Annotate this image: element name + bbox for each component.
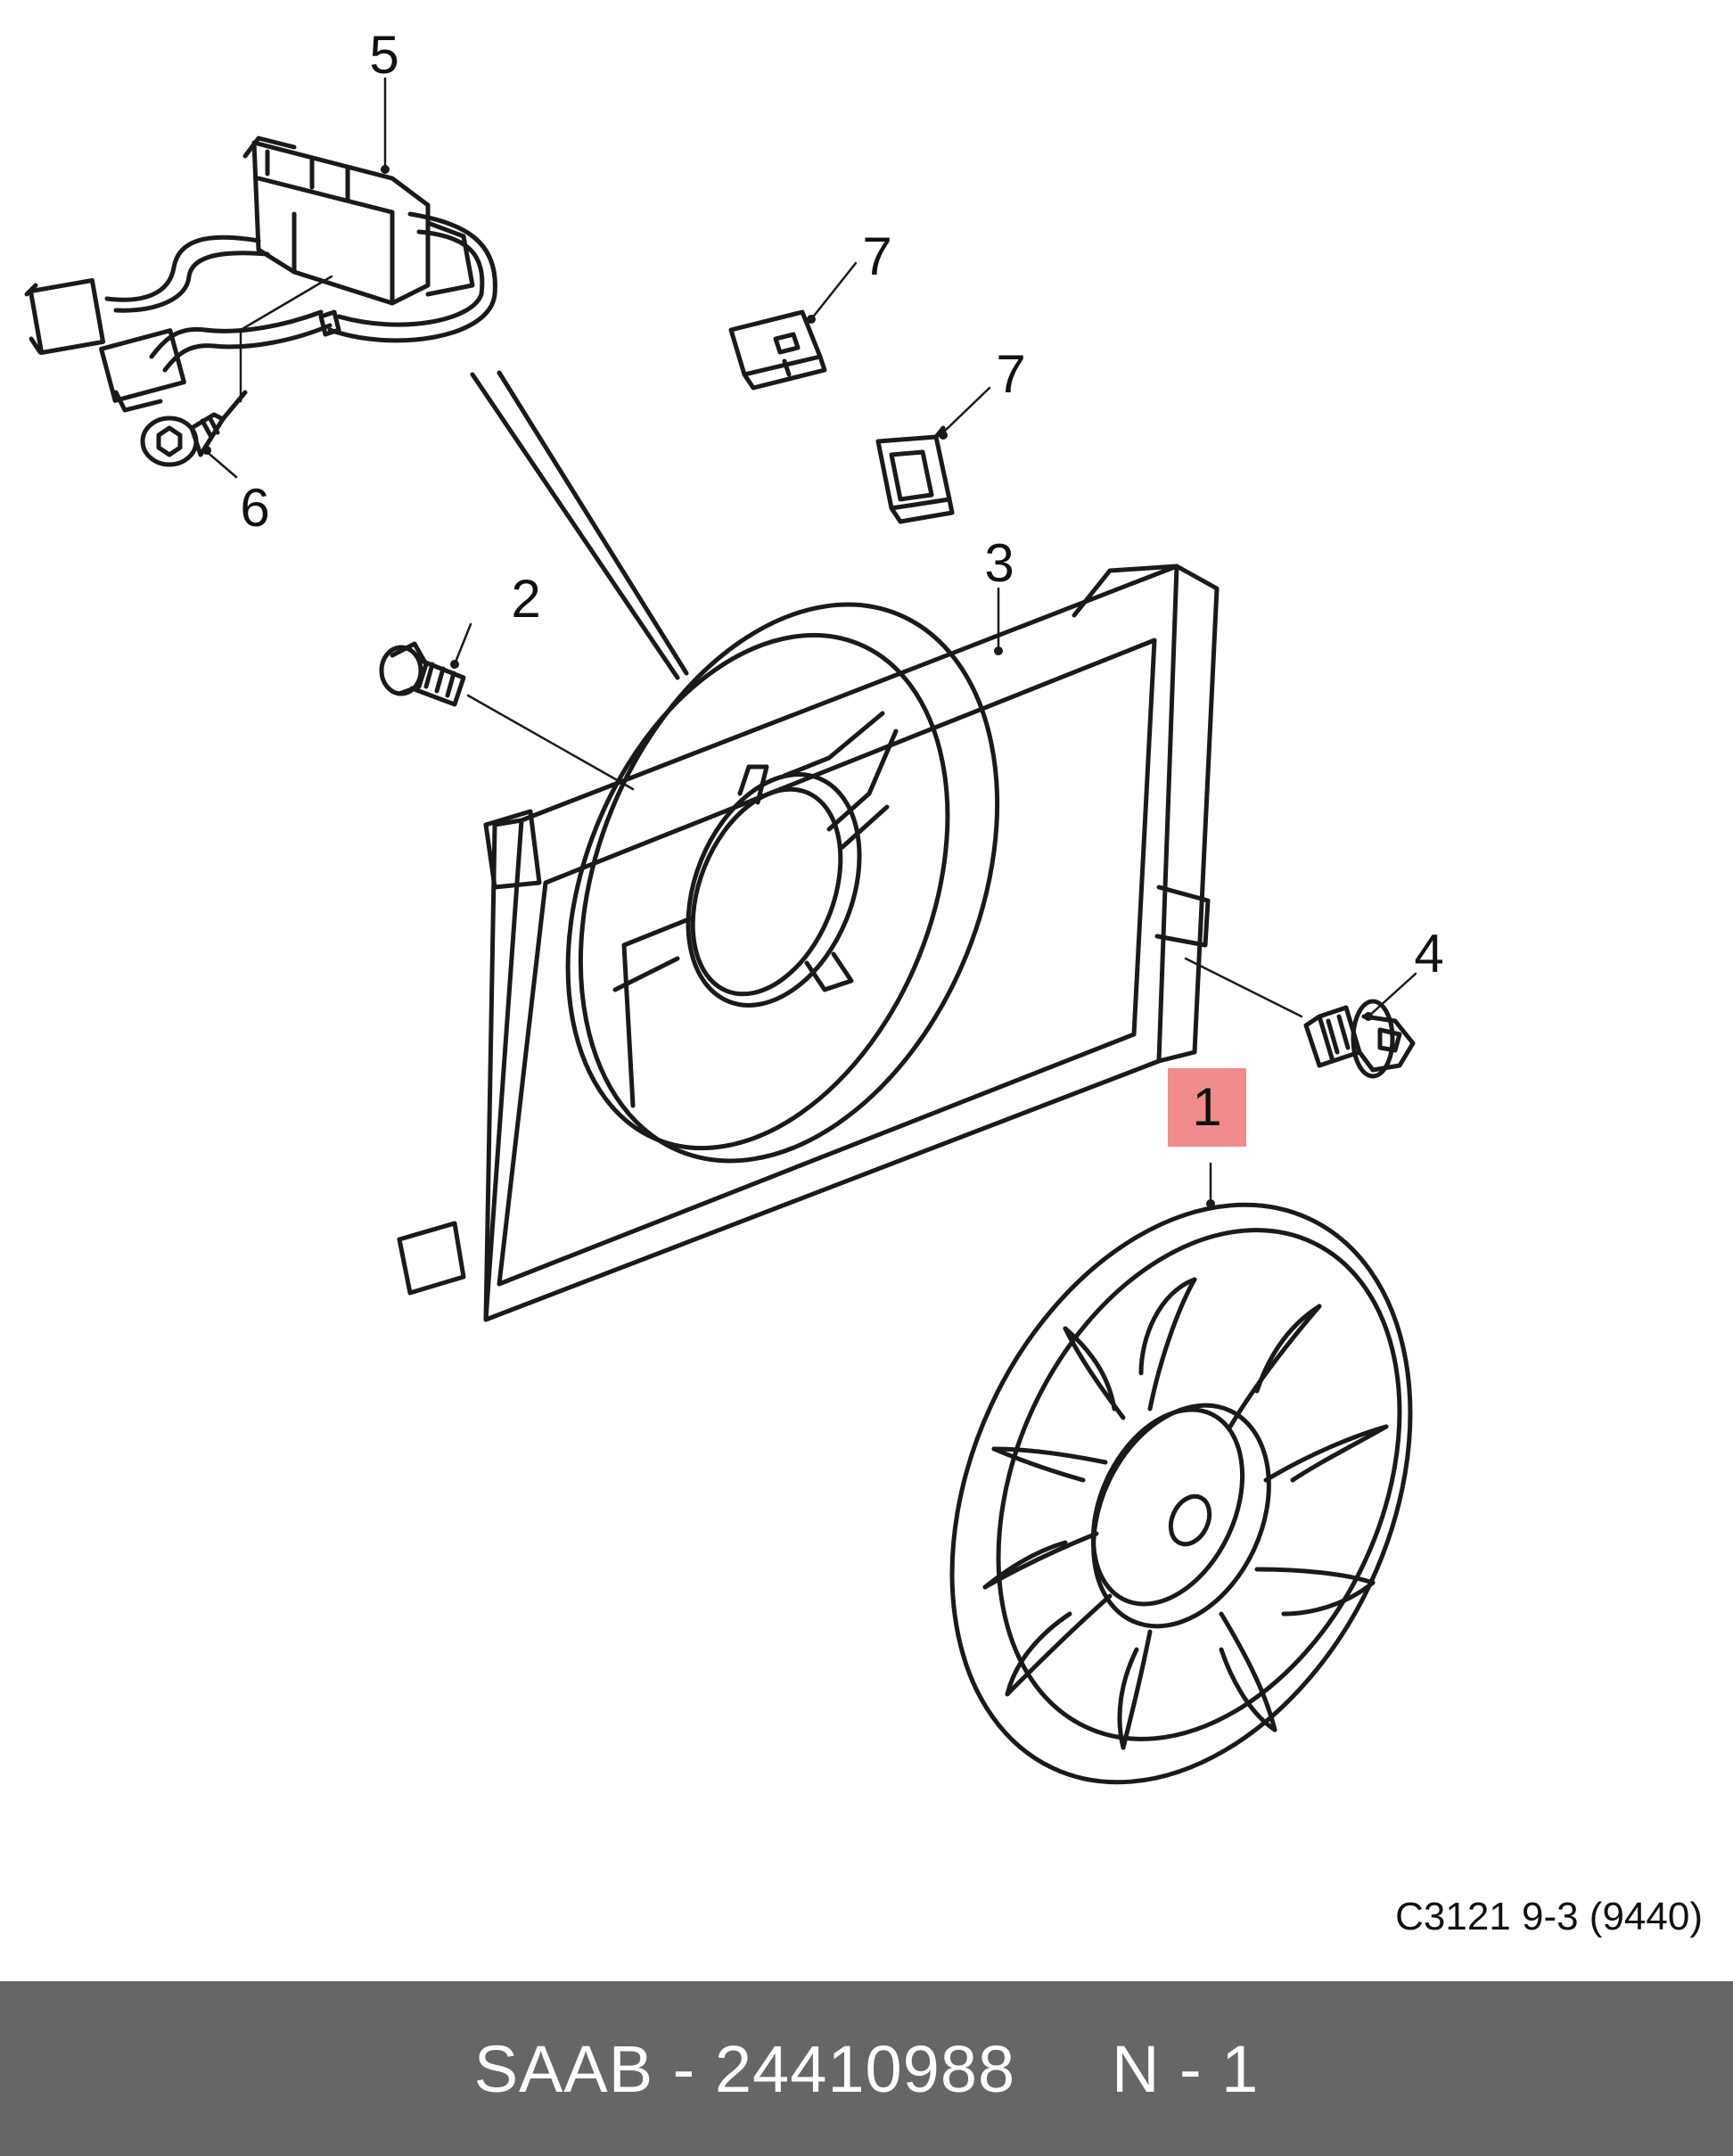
diagram-reference-code: C3121 9-3 (9440) — [1395, 1895, 1703, 1938]
fan-impeller — [949, 1202, 1413, 1785]
leader-dots — [202, 165, 1373, 1208]
control-module-harness — [24, 136, 497, 413]
bolt-4 — [1303, 999, 1416, 1079]
footer-bar: SAAB - 24410988 N - 1 — [0, 1981, 1733, 2156]
callout-3: 3 — [984, 533, 1014, 593]
callout-7-upper: 7 — [862, 226, 892, 286]
exploded-parts-diagram — [24, 77, 1417, 1785]
bolt-2 — [379, 641, 466, 707]
leader-lines — [203, 77, 1417, 1206]
callout-5: 5 — [369, 25, 399, 85]
footer-position: N - 1 — [1111, 2031, 1260, 2106]
footer-gap — [1015, 2031, 1112, 2107]
clip-nut-7-lower — [875, 425, 955, 524]
callout-4: 4 — [1414, 924, 1444, 983]
footer-part-number: 24410988 — [714, 2031, 1016, 2106]
callout-7-lower: 7 — [996, 344, 1026, 404]
callout-2: 2 — [511, 569, 541, 629]
clip-nut-7-upper — [728, 309, 827, 391]
footer-separator: - — [653, 2031, 715, 2106]
callout-1-highlighted[interactable]: 1 — [1168, 1068, 1246, 1147]
footer-brand: SAAB — [473, 2031, 654, 2106]
callout-6: 6 — [240, 478, 270, 538]
fan-shroud — [397, 564, 1220, 1322]
